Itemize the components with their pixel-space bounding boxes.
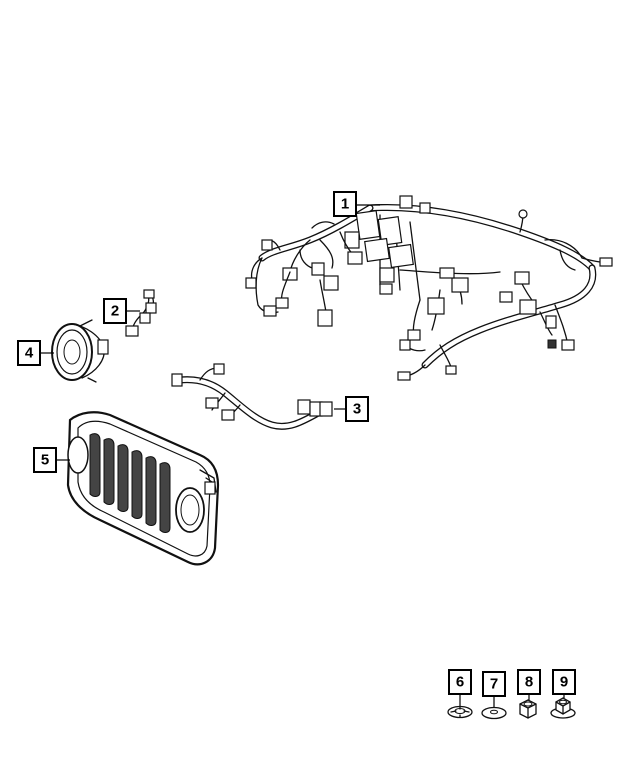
callout-2: 2 [103,298,127,324]
callout-5-label: 5 [41,452,49,469]
callout-6: 6 [448,669,472,695]
leader-lines [40,204,565,707]
grille-icon [66,411,220,566]
headlamp-icon [51,319,109,383]
callout-4-label: 4 [25,345,34,362]
callout-1: 1 [333,191,357,217]
callout-9-label: 9 [560,674,568,691]
jumper-wiring-harness-icon [171,363,333,430]
callout-9: 9 [552,669,576,695]
callout-3-label: 3 [353,401,361,418]
callout-1-label: 1 [341,196,349,213]
hex-nut-icon [519,699,537,719]
flange-nut-icon [550,697,576,719]
callout-6-label: 6 [456,674,464,691]
push-nut-icon [447,705,473,719]
callout-3: 3 [345,396,369,422]
callout-8-label: 8 [525,674,533,691]
headlamp-jumper-wiring-icon [125,289,157,337]
instrument-panel-wiring-harness-icon [245,195,613,381]
callout-2-label: 2 [111,303,119,320]
callout-4: 4 [17,340,41,366]
washer-icon [481,706,507,720]
callout-5: 5 [33,447,57,473]
callout-7: 7 [482,671,506,697]
callout-8: 8 [517,669,541,695]
callout-7-label: 7 [490,676,498,693]
